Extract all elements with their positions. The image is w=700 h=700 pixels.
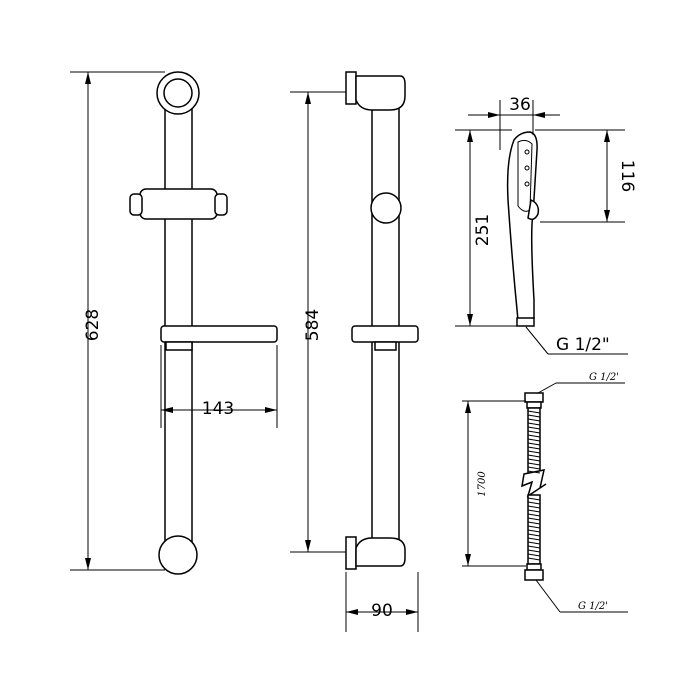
dimension-wall-projection: 90 [345,572,419,632]
wall-projection-label: 90 [371,601,393,621]
head-length-label: 116 [617,160,637,192]
hand-shower-connector [516,317,535,327]
side-soap-dish [351,325,419,343]
hose-thread-top-label: G 1/2' [589,372,619,383]
side-soap-dish-collar [374,341,397,351]
front-soap-dish [160,325,278,343]
hose-bottom-fitting [524,569,544,581]
hose-length-label: 1700 [477,471,488,497]
front-slider-body [139,188,218,220]
front-slider-knob-left [129,193,143,216]
hand-shower-nozzle-3 [524,181,530,187]
hose-view [521,392,547,581]
front-view [129,71,278,575]
dimension-overall-length: 628 [70,71,165,571]
side-rail-bar [371,99,400,551]
hose-top-fitting-collar [526,401,542,409]
side-slider-knob [370,192,402,224]
hand-shower-body [506,131,538,321]
thread-leader-hose-top: G 1/2' [537,372,625,394]
front-soap-dish-collar [165,341,193,351]
dimension-head-length: 116 [535,129,637,223]
hose-body-lower [527,494,541,565]
side-top-wall-plate [345,71,357,105]
side-bottom-wall-plate [345,536,357,570]
side-top-bracket-arm [355,75,406,111]
dimension-soap-dish-width: 143 [160,345,278,428]
hose-corrugation [527,410,541,561]
hose-break-mark [521,469,547,498]
hose-thread-bottom-label: G 1/2' [578,601,608,612]
dimension-hose-length: 1700 [462,400,526,567]
soap-dish-width-label: 143 [202,399,234,419]
thread-leader-hose-bottom: G 1/2' [535,579,628,613]
dimension-shower-length: 251 [455,129,520,327]
hand-shower-button [527,198,540,221]
front-bottom-bracket [158,535,198,575]
hand-shower-nozzle-1 [524,149,530,155]
hose-top-fitting [524,392,544,403]
bracket-spacing-label: 584 [303,309,323,341]
front-top-bracket-inner [163,78,193,108]
side-bottom-bracket-arm [355,537,406,567]
head-width-label: 36 [509,95,531,115]
dimension-bracket-spacing: 584 [290,91,346,553]
overall-length-label: 628 [83,309,103,341]
side-view [345,71,419,570]
shower-length-label: 251 [473,214,493,246]
handshower-thread-label: G 1/2" [556,335,610,355]
dimension-head-width: 36 [468,95,560,150]
hand-shower-view [506,131,540,327]
hose-bottom-fitting-collar [526,563,542,571]
front-rail-bar [164,94,193,546]
thread-leader-handshower: G 1/2" [525,326,628,355]
front-slider-knob-right [214,193,228,216]
hand-shower-nozzle-2 [524,165,530,171]
